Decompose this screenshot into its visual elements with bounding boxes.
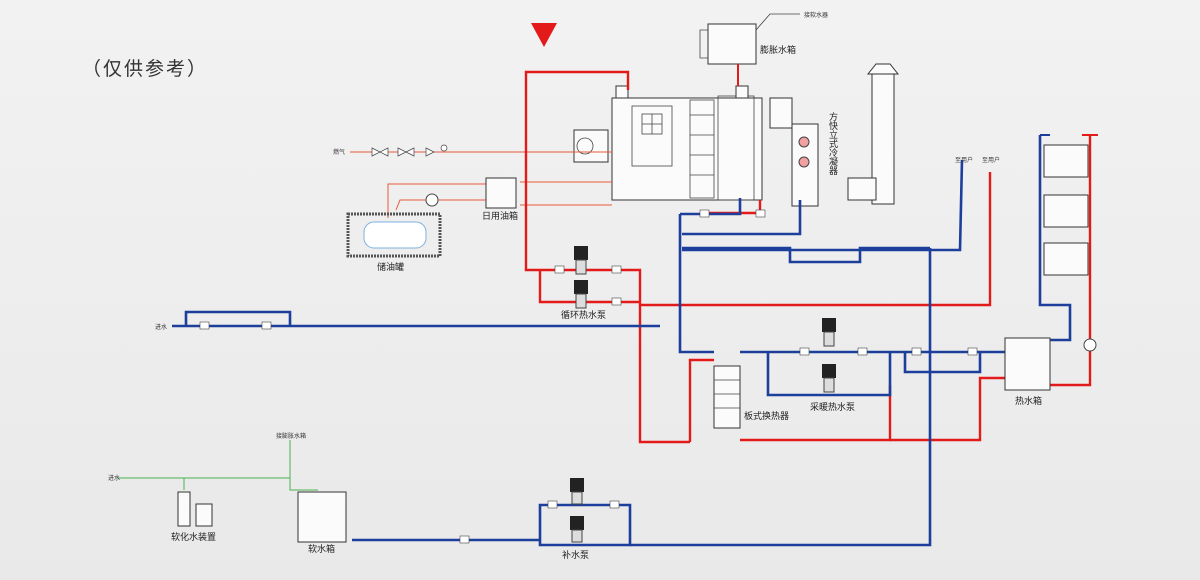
condenser: 方快立式冷凝器 — [769, 97, 838, 207]
gas-valves — [371, 144, 448, 157]
hot-water-tank: 热水箱 — [1004, 337, 1051, 407]
soft-tank-label: 软水箱 — [308, 543, 335, 555]
user-a-label: 至用户 — [955, 156, 973, 164]
expansion-tank-label: 膨胀水箱 — [760, 44, 796, 56]
boiler — [573, 85, 763, 201]
circ-pump-label: 循环热水泵 — [561, 309, 606, 321]
day-tank-label: 日用油箱 — [482, 210, 518, 222]
day-tank: 日用油箱 — [482, 177, 518, 222]
makeup-pumps: 补水泵 — [562, 478, 589, 561]
gas-label: 燃气 — [333, 148, 345, 156]
softener: 软化水装置 — [171, 491, 216, 543]
connect-expansion-label: 接膨胀水箱 — [276, 432, 306, 440]
condenser-label: 方快立式冷凝器 — [827, 111, 838, 175]
chimney — [847, 63, 900, 205]
connect-soft-water-label: 接软水器 — [804, 11, 828, 19]
makeup-pump-label: 补水泵 — [562, 549, 589, 561]
heating-pump-label: 采暖热水泵 — [810, 401, 855, 413]
oil-storage-tank: 储油罐 — [346, 212, 442, 273]
marker-triangle-icon — [531, 23, 557, 47]
softener-label: 软化水装置 — [171, 531, 216, 543]
valve-markers — [199, 209, 978, 544]
soft-water-tank: 软水箱 — [297, 491, 347, 555]
plate-hx-label: 板式换热器 — [744, 410, 789, 422]
expansion-tank: 膨胀水箱 接软水器 — [699, 11, 828, 65]
circulation-pumps: 循环热水泵 — [561, 246, 606, 321]
oil-storage-label: 储油罐 — [377, 261, 404, 273]
hot-water-tank-label: 热水箱 — [1015, 395, 1042, 407]
reference-note: （仅供参考） — [82, 58, 209, 80]
user-b-label: 至用户 — [982, 156, 1000, 164]
user-risers: 至用户 至用户 — [955, 134, 1098, 352]
heating-pumps: 采暖热水泵 — [810, 318, 855, 413]
water-in-left-label: 进水 — [108, 474, 120, 482]
plate-heat-exchanger: 板式换热器 — [713, 365, 789, 429]
water-in-mid-label: 进水 — [155, 323, 167, 331]
